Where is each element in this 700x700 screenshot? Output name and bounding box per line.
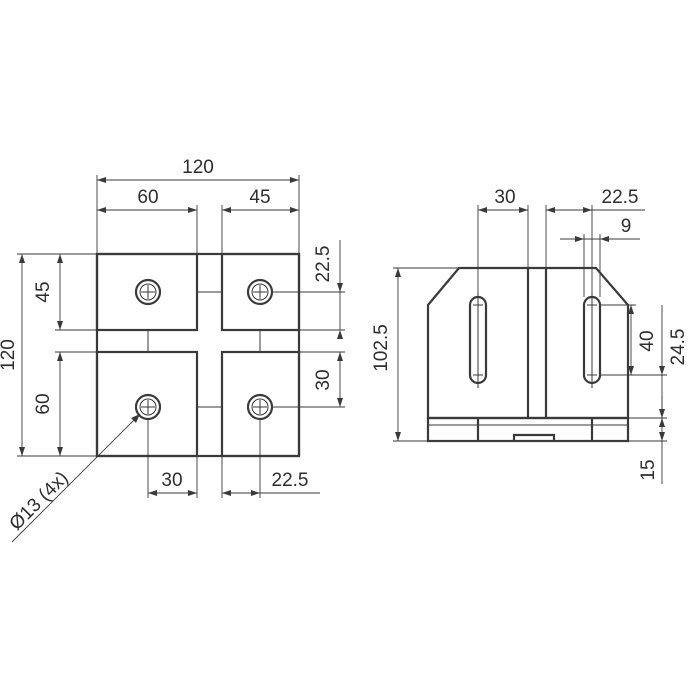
hole-top-left [134,278,162,306]
pad-bottom-left [95,350,199,458]
dim-side-overall-height: 102.5 [371,267,459,442]
hole-callout: Ø13 (4x) [6,413,141,543]
dim-front-right-hole-offset: 45 [221,187,299,254]
dim-front-overall-width-label: 120 [182,157,214,178]
side-view: 30 22.5 9 102.5 [371,187,689,484]
dim-side-slot-length-label: 40 [637,330,658,351]
dim-side-slot-width: 9 [560,216,640,297]
dim-side-slot-bottom-label: 24.5 [668,329,689,366]
dim-front-left-hole-offset: 60 [97,187,198,254]
hole-bottom-right [246,393,274,421]
dim-side-overall-height-label: 102.5 [371,324,392,372]
slot-left [468,292,488,388]
dim-front-bottom-right: 22.5 [221,419,320,498]
hole-bottom-left [134,393,162,421]
side-base [426,416,630,443]
front-view: 120 60 45 120 [0,157,345,543]
dim-front-bottom-hole-offset: 60 [33,351,97,456]
dim-front-right-edge-top-label: 22.5 [313,246,334,283]
dim-front-right-edge-top: 22.5 [272,240,345,339]
dim-side-slot-spacing-label: 30 [494,187,515,208]
hole-top-right [246,278,274,306]
dim-front-top-hole-offset: 45 [33,254,97,331]
dim-side-slot-bottom: 24.5 [628,305,689,419]
dim-side-base-height: 15 [628,396,667,484]
gap-connectors [147,291,261,408]
dim-side-base-height-label: 15 [638,459,659,480]
dim-front-overall-height-label: 120 [0,339,19,371]
dim-side-edge-offset: 22.5 [545,187,645,292]
hole-callout-label: Ø13 (4x) [6,468,73,535]
dim-front-bottom-right-label: 22.5 [272,470,309,491]
slot-right [582,292,602,388]
dim-front-right-edge-bottom: 30 [272,351,345,408]
dim-side-slot-width-label: 9 [621,216,632,237]
dim-side-slot-length: 40 [600,304,667,376]
dim-side-edge-offset-label: 22.5 [602,187,639,208]
dim-front-bottom-hole-offset-label: 60 [33,393,54,414]
dim-front-bottom-left-label: 30 [161,470,182,491]
dim-side-slot-spacing: 30 [477,187,529,292]
dim-front-left-hole-offset-label: 60 [137,187,158,208]
dim-front-overall-height: 120 [0,253,97,457]
dim-front-right-edge-bottom-label: 30 [313,369,334,390]
dim-front-top-hole-offset-label: 45 [33,281,54,302]
dim-front-bottom-left: 30 [147,419,198,498]
dim-front-right-hole-offset-label: 45 [249,187,270,208]
dim-front-overall-width: 120 [96,157,300,254]
